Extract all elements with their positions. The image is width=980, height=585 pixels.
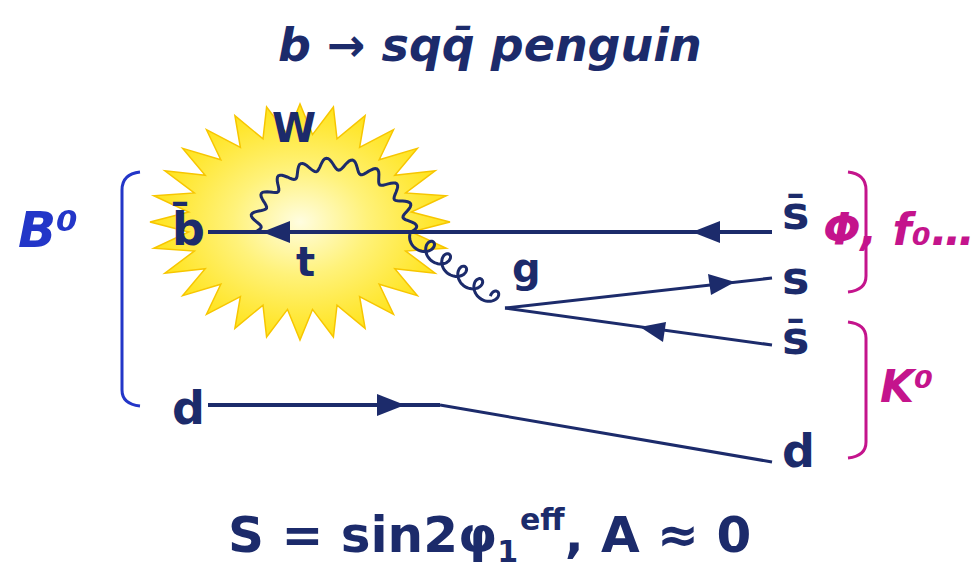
meson-label: B⁰ [18, 205, 78, 255]
quark-label: s [782, 255, 809, 301]
quark-line [208, 403, 440, 407]
title: b → sqq̄ penguin [278, 22, 702, 68]
quark-label: d [172, 385, 205, 431]
arrowhead [377, 394, 405, 416]
formula-text: S = sin2φ [228, 506, 497, 564]
arrowhead [640, 322, 666, 342]
quark-line [208, 230, 772, 234]
arrowhead [708, 274, 735, 295]
starburst [150, 104, 450, 340]
quark-label: t [296, 242, 315, 282]
gluon [410, 234, 499, 301]
formula: S = sin2φ1eff, A ≈ 0 [228, 505, 751, 567]
quark-label: s̄ [782, 190, 809, 236]
boson-label: g [512, 248, 541, 288]
quark-label: b̄ [172, 206, 205, 252]
superscript: eff [520, 502, 565, 537]
meson-label: Φ, f₀… [823, 208, 975, 252]
quark-line [440, 405, 772, 462]
quark-label: d [782, 428, 815, 474]
meson-label: K⁰ [880, 365, 933, 409]
boson-label: W [272, 108, 316, 148]
arrowhead [262, 221, 290, 243]
quark-line [505, 308, 772, 345]
w-boson [251, 158, 416, 232]
quark-label: s̄ [782, 315, 809, 361]
meson-bracket [848, 322, 866, 458]
arrowhead [692, 221, 720, 243]
subscript: 1 [497, 534, 518, 569]
formula-text: , A ≈ 0 [565, 506, 752, 564]
meson-bracket [122, 172, 140, 406]
